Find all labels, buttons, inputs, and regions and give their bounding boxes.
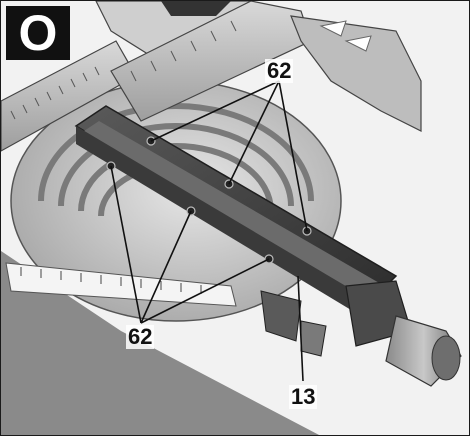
clamp	[300, 320, 327, 357]
left-fence-scale	[10, 66, 100, 120]
right-housing	[290, 15, 422, 132]
table-insert-side	[76, 126, 371, 319]
callout-lines	[110, 80, 308, 382]
table-ribs	[38, 103, 314, 217]
arrow-mark-1	[319, 20, 347, 37]
knob-end	[431, 335, 461, 381]
callout-insert-plate: 13	[289, 384, 318, 409]
callout-screws-top: 62	[265, 58, 294, 83]
table-insert-top	[81, 121, 381, 298]
blade-guard-slot	[161, 1, 231, 16]
base-shadow	[1, 251, 320, 435]
figure-label: O	[6, 6, 70, 60]
callout-screws-bottom: 62	[126, 324, 155, 349]
right-fence-scale	[130, 20, 237, 82]
lever	[260, 290, 302, 342]
arrow-mark-2	[344, 35, 372, 52]
